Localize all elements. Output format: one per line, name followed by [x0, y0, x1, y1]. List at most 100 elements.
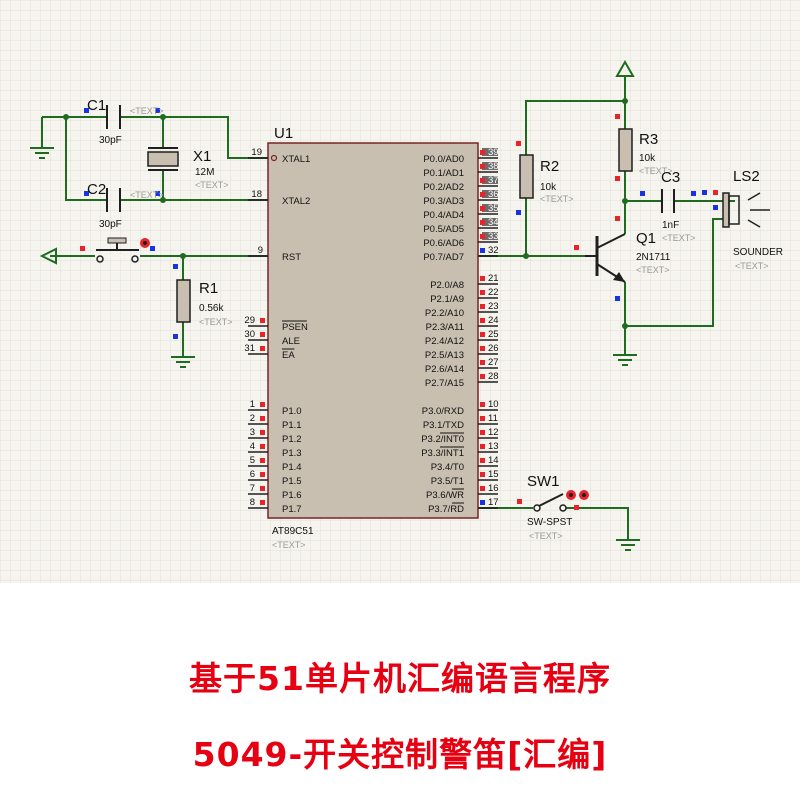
- mcu-pin-number: 11: [488, 413, 498, 424]
- c3-value: 1nF: [662, 220, 679, 231]
- mcu-pin-number: 10: [488, 399, 499, 410]
- mcu-pin-number: 25: [488, 329, 499, 340]
- mcu-pin-name: P3.5/T1: [431, 476, 464, 487]
- mcu-pin-name: P3.0/RXD: [422, 406, 464, 417]
- sw1-ref: SW1: [527, 473, 560, 490]
- mcu-pin-name: P1.1: [282, 420, 302, 431]
- resistor-r1[interactable]: [173, 264, 191, 339]
- mcu-pin-name: RST: [282, 252, 301, 263]
- x1-value: 12M: [195, 167, 214, 178]
- c1-text-placeholder: <TEXT>: [130, 106, 164, 116]
- x1-text-placeholder: <TEXT>: [195, 180, 229, 190]
- mcu-pin-p1-1[interactable]: 2P1.1: [248, 413, 302, 431]
- switch-sw1[interactable]: [517, 490, 589, 512]
- u1-part: AT89C51: [272, 526, 314, 537]
- mcu-pin-number: 23: [488, 301, 499, 312]
- r3-text-placeholder: <TEXT>: [639, 166, 673, 176]
- junction-dots: [63, 98, 628, 329]
- mcu-pin-p1-5[interactable]: 6P1.5: [248, 469, 302, 487]
- transistor-q1[interactable]: [574, 216, 626, 301]
- mcu-pin-name: P1.0: [282, 406, 302, 417]
- mcu-pin-name: ALE: [282, 336, 300, 347]
- ls2-ref: LS2: [733, 168, 760, 185]
- q1-ref: Q1: [636, 230, 656, 247]
- sw1-value: SW-SPST: [527, 517, 572, 528]
- mcu-pin-p1-7[interactable]: 8P1.7: [248, 497, 302, 515]
- mcu-pin-name: P2.4/A12: [425, 336, 464, 347]
- mcu-pin-number: 31: [244, 343, 255, 354]
- c1-value: 30pF: [99, 135, 122, 146]
- ground-symbol-switch: [616, 539, 640, 551]
- reset-pushbutton[interactable]: [80, 237, 155, 263]
- capacitor-c1[interactable]: [84, 105, 160, 129]
- mcu-pin-number: 19: [251, 147, 262, 158]
- mcu-pin-number: 8: [250, 497, 255, 508]
- reset-input-arrow-icon: [39, 247, 57, 265]
- ground-symbol-transistor: [613, 354, 637, 366]
- capacitor-c3[interactable]: [640, 189, 696, 213]
- mcu-pin-p1-4[interactable]: 5P1.4: [248, 455, 302, 473]
- schematic-canvas: C1 30pF <TEXT> C2 30pF <TEXT> X1 12M <TE…: [0, 0, 800, 583]
- capacitor-c2[interactable]: [84, 188, 160, 212]
- mcu-pin-name: P3.3/INT1: [421, 448, 464, 459]
- mcu-pin-p1-0[interactable]: 1P1.0: [248, 399, 302, 417]
- mcu-pin-p1-2[interactable]: 3P1.2: [248, 427, 302, 445]
- mcu-pin-number: 18: [251, 189, 262, 200]
- mcu-pin-number: 21: [488, 273, 499, 284]
- mcu-pin-number: 3: [250, 427, 255, 438]
- mcu-pin-number: 14: [488, 455, 499, 466]
- r3-value: 10k: [639, 153, 656, 164]
- mcu-pin-name: XTAL1: [282, 154, 310, 165]
- mcu-u1[interactable]: 19XTAL118XTAL29RST29PSEN30ALE31EA1P1.02P…: [244, 142, 499, 519]
- mcu-pin-number: 38: [488, 161, 499, 172]
- mcu-pin-number: 6: [250, 469, 255, 480]
- sounder-ls2[interactable]: [702, 190, 770, 228]
- mcu-pin-number: 2: [250, 413, 255, 424]
- mcu-pin-p1-6[interactable]: 7P1.6: [248, 483, 302, 501]
- mcu-pin-name: P2.3/A11: [426, 322, 464, 333]
- ls2-value: SOUNDER: [733, 247, 783, 258]
- mcu-pin-name: P3.4/T0: [431, 462, 464, 473]
- resistor-r3[interactable]: [615, 114, 633, 181]
- mcu-pin-name: P1.4: [282, 462, 302, 473]
- mcu-pin-p1-3[interactable]: 4P1.3: [248, 441, 302, 459]
- mcu-pin-number: 5: [250, 455, 255, 466]
- resistor-r2[interactable]: [516, 141, 534, 215]
- power-terminal-icon: [615, 59, 635, 77]
- crystal-x1[interactable]: [147, 147, 179, 171]
- q1-value: 2N1711: [636, 252, 671, 263]
- mcu-pin-number: 37: [488, 175, 499, 186]
- c2-text-placeholder: <TEXT>: [130, 190, 164, 200]
- r2-ref: R2: [540, 158, 559, 175]
